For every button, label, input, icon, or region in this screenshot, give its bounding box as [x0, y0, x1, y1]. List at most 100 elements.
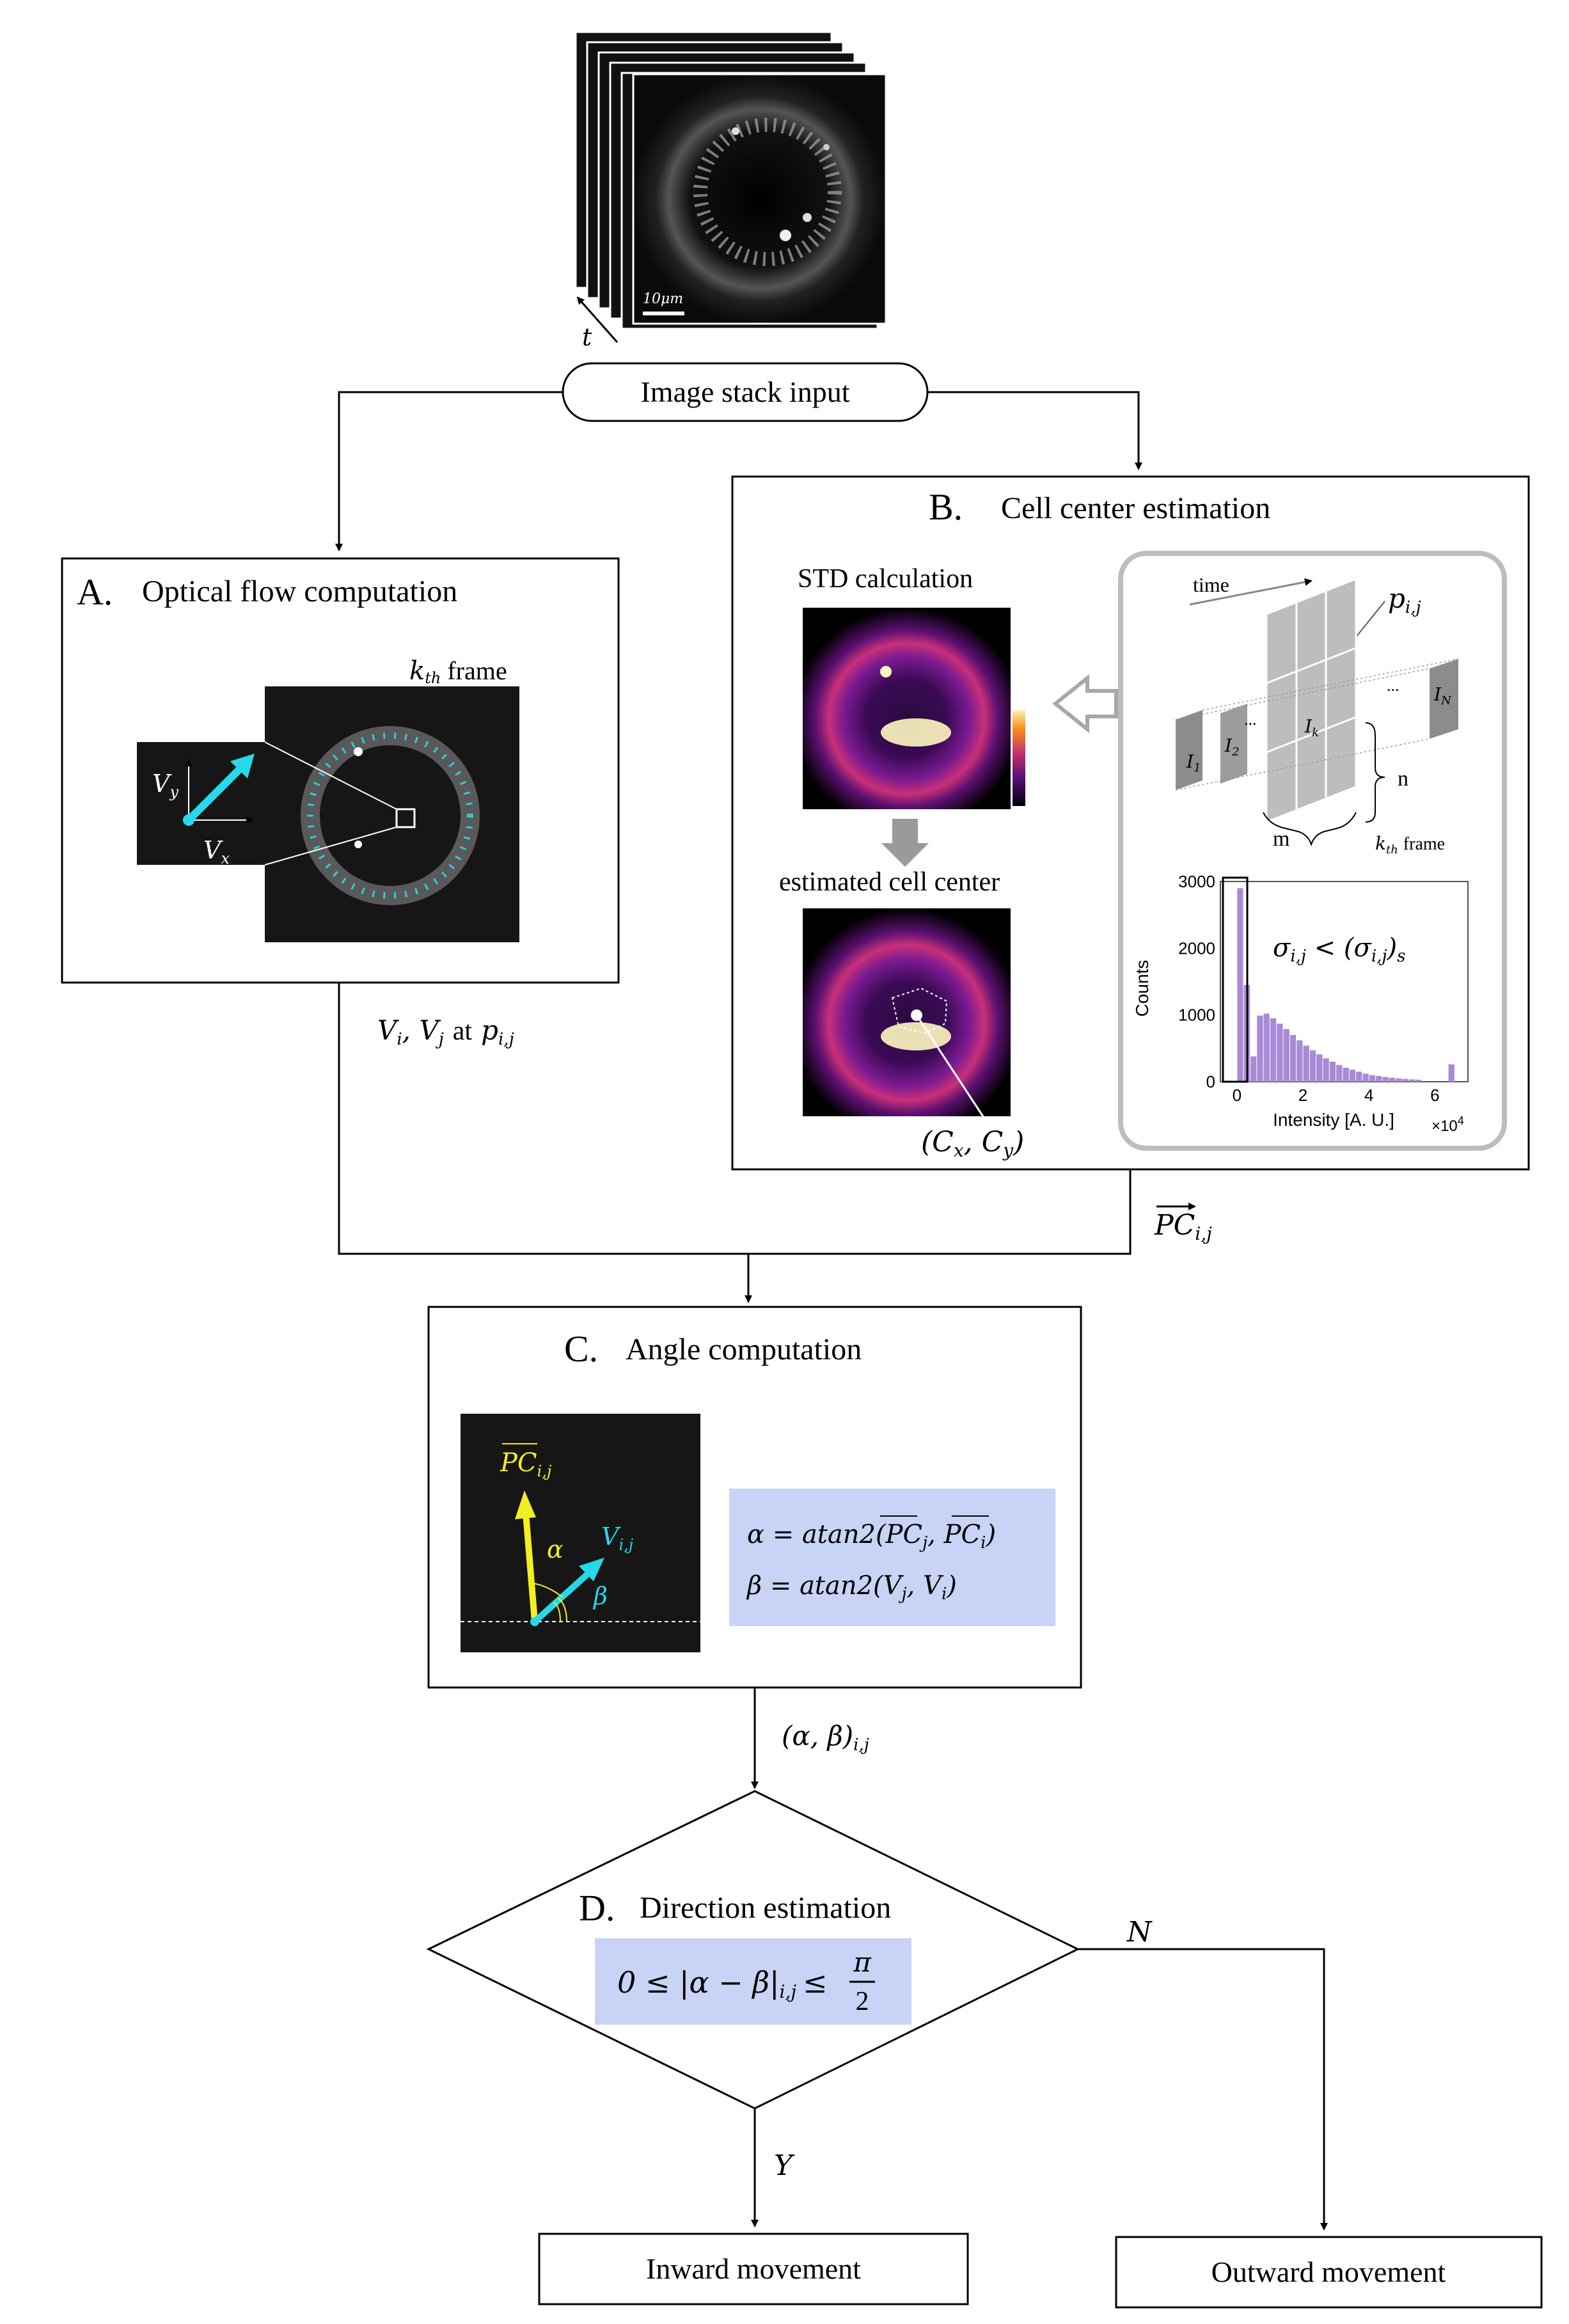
histogram-bar [1376, 1076, 1382, 1082]
scale-bar-label: 10μm [643, 291, 683, 307]
frame-i1: I1 [1186, 751, 1201, 775]
histogram-xtick: 6 [1430, 1086, 1439, 1105]
histogram-bar [1329, 1061, 1336, 1082]
panel-d-title: Direction estimation [640, 1891, 891, 1925]
sigma-condition: σi,j < (σi,j)s [1273, 933, 1405, 966]
image-stack: 10μm t [574, 31, 887, 351]
pc-vector [523, 1512, 538, 1622]
beta-label: β [592, 1582, 608, 1610]
condition-text: 0 ≤ |α − β|i,j≤ [617, 1965, 828, 2002]
pc-label-c: PCi,j [500, 1448, 552, 1480]
histogram-bar [1303, 1045, 1309, 1082]
time-label: time [1193, 573, 1229, 596]
frame-in: IN [1433, 684, 1452, 707]
histogram-bar [1408, 1079, 1415, 1082]
merge-from-b [748, 1169, 1131, 1255]
velocity-vector [185, 761, 248, 823]
histogram-bar [1343, 1068, 1349, 1082]
histogram-bar [1237, 888, 1243, 1082]
histogram-bar [1448, 1064, 1455, 1082]
histogram-bar [1395, 1078, 1402, 1082]
input-label: Image stack input [640, 375, 849, 408]
histogram-bar [1297, 1040, 1303, 1082]
flow-vectors-ring [307, 732, 473, 899]
histogram-xtick: 2 [1298, 1086, 1307, 1105]
std-method-inset [1118, 551, 1507, 1151]
std-label: STD calculation [798, 564, 973, 594]
panel-d: D. Direction estimation 0 ≤ |α − β|i,j≤ … [426, 1790, 1080, 2110]
microscopy-frame [632, 73, 887, 325]
time-axis-arrow [576, 296, 619, 343]
histogram-bar [1283, 1029, 1289, 1082]
histogram-xtick: 0 [1233, 1086, 1242, 1105]
histogram-bar [1309, 1050, 1316, 1082]
outward-box [1115, 2236, 1543, 2309]
merge-from-a [338, 983, 748, 1255]
angle-formulas [729, 1489, 1055, 1626]
panel-c: C. Angle computation PCi,j Vi,j α β α = … [427, 1306, 1082, 1689]
histogram-ytick: 3000 [1178, 872, 1215, 891]
threshold-box [1222, 876, 1249, 1083]
no-label: N [1126, 1916, 1153, 1949]
arrow-to-panel-b [927, 391, 1142, 470]
center-label: estimated cell center [779, 867, 1000, 897]
histogram-bar [1402, 1079, 1408, 1082]
zoom-box [395, 808, 416, 828]
dim-m: m [1273, 827, 1289, 851]
panel-c-title: Angle computation [626, 1332, 862, 1366]
histogram-bar [1316, 1054, 1323, 1082]
alpha-label: α [547, 1535, 564, 1563]
ellipsis-right: ... [1387, 676, 1399, 695]
p-ij-label: pi,j [1388, 583, 1421, 617]
inward-label: Inward movement [646, 2252, 861, 2285]
histogram-ytick: 1000 [1178, 1006, 1215, 1025]
histogram-bar [1277, 1024, 1283, 1082]
frame-i2: I2 [1224, 735, 1240, 759]
inward-box [538, 2233, 969, 2305]
histogram-bar [1263, 1013, 1270, 1082]
yes-label: Y [774, 2149, 795, 2182]
histogram-bar [1369, 1075, 1376, 1082]
angle-illustration [461, 1414, 700, 1652]
pi-numerator: π [853, 1947, 872, 1978]
hollow-left-arrow [1052, 674, 1118, 734]
histogram-bar [1257, 1015, 1263, 1082]
center-coords: (Cx, Cy) [921, 1126, 1024, 1161]
histogram-xtick: 4 [1364, 1086, 1373, 1105]
histogram-bar [1270, 1018, 1277, 1082]
histogram-bar [1362, 1073, 1369, 1082]
histogram-bar [1415, 1079, 1422, 1082]
center-image [803, 908, 1011, 1116]
histogram-bar [1336, 1064, 1343, 1082]
histogram-bar [1349, 1070, 1356, 1082]
vy-label: Vy [152, 770, 178, 801]
panel-b-output-label: PCi,j [1154, 1209, 1212, 1244]
arrow-to-panel-a [335, 391, 563, 551]
panel-a-letter: A. [77, 571, 113, 613]
time-axis-label: t [582, 323, 592, 351]
histogram-bar [1382, 1077, 1389, 1082]
panel-b: B. Cell center estimation STD calculatio… [731, 475, 1530, 1171]
colorbar [1013, 710, 1025, 806]
panel-b-title: Cell center estimation [1001, 491, 1270, 525]
histogram-multiplier: ×104 [1431, 1114, 1464, 1135]
panel-b-letter: B. [929, 486, 963, 528]
histogram-bar [1389, 1077, 1395, 1082]
v-vector [532, 1568, 594, 1624]
panel-d-letter: D. [579, 1887, 615, 1929]
frame-illustration [1175, 577, 1459, 824]
panel-a-title: Optical flow computation [142, 574, 457, 608]
no-arrow [1078, 1948, 1328, 2231]
ellipsis-left: ... [1244, 710, 1257, 729]
panel-c-letter: C. [564, 1328, 598, 1370]
panel-c-output-label: (α, β)i,j [782, 1720, 869, 1755]
dim-n: n [1398, 767, 1408, 791]
beta-formula: β = atan2(Vj, Vi) [746, 1571, 957, 1604]
vx-label: Vx [203, 836, 230, 867]
